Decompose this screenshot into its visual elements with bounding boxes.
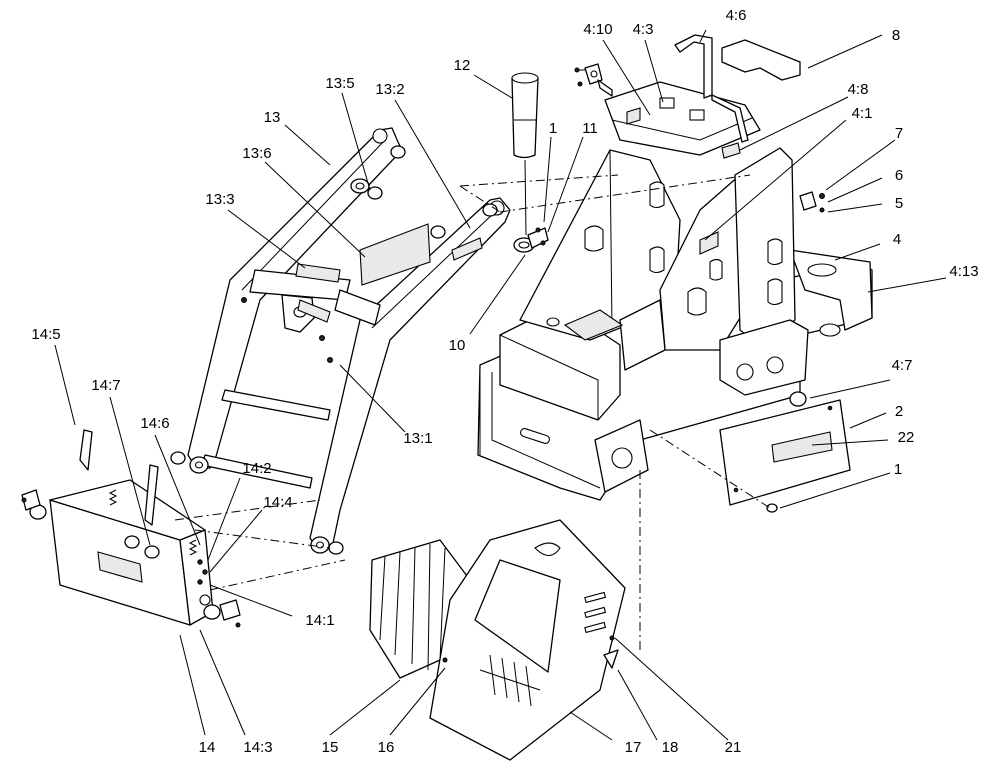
callout-13-3: 13:3 <box>205 191 234 208</box>
callout-4-6: 4:6 <box>726 7 747 24</box>
callout-4-10: 4:10 <box>583 21 612 38</box>
handle-grip <box>511 72 539 236</box>
callout-4-8: 4:8 <box>848 81 869 98</box>
callout-14-1: 14:1 <box>305 612 334 629</box>
callout-4: 4 <box>893 231 901 248</box>
callout-6: 6 <box>895 167 903 184</box>
callout-14-6: 14:6 <box>140 415 169 432</box>
callout-14: 14 <box>199 739 216 756</box>
traction-frame <box>477 34 873 501</box>
callout-4-7: 4:7 <box>892 357 913 374</box>
pivot-pin-hardware <box>799 191 825 213</box>
leader-lines <box>54 29 947 741</box>
callout-5: 5 <box>895 195 903 212</box>
callout-18: 18 <box>662 739 679 756</box>
callout-12: 12 <box>454 57 471 74</box>
callout-16: 16 <box>378 739 395 756</box>
callout-13-6: 13:6 <box>242 145 271 162</box>
callout-10: 10 <box>449 337 466 354</box>
callout-14-2: 14:2 <box>242 460 271 477</box>
hinge-bracket-hardware <box>574 63 613 97</box>
side-panel <box>719 399 851 513</box>
loader-arm-assembly <box>170 127 511 555</box>
callout-17: 17 <box>625 739 642 756</box>
callout-21: 21 <box>725 739 742 756</box>
callout-13-2: 13:2 <box>375 81 404 98</box>
callout-13-5: 13:5 <box>325 75 354 92</box>
attachment-plate <box>21 429 241 628</box>
callout-7: 7 <box>895 125 903 142</box>
callout-1-bottom: 1 <box>894 461 902 478</box>
callout-2: 2 <box>895 403 903 420</box>
callout-1-top: 1 <box>549 120 557 137</box>
callout-14-7: 14:7 <box>91 377 120 394</box>
clamp-assembly <box>513 227 549 253</box>
rear-cover <box>429 519 626 761</box>
callout-14-3: 14:3 <box>243 739 272 756</box>
callout-22: 22 <box>898 429 915 446</box>
callout-4-1: 4:1 <box>852 105 873 122</box>
callout-13: 13 <box>264 109 281 126</box>
callout-14-5: 14:5 <box>31 326 60 343</box>
assembly-lines <box>174 174 771 650</box>
callout-8: 8 <box>892 27 900 44</box>
callout-14-4: 14:4 <box>263 494 292 511</box>
foot-pad <box>721 39 801 81</box>
callout-4-13: 4:13 <box>949 263 978 280</box>
callout-labels: 4:6 8 4:10 4:3 12 13:5 13:2 13 4:8 4:1 1… <box>31 7 978 756</box>
callout-4-3: 4:3 <box>633 21 654 38</box>
callout-11: 11 <box>582 120 598 137</box>
callout-15: 15 <box>322 739 339 756</box>
callout-13-1: 13:1 <box>403 430 432 447</box>
